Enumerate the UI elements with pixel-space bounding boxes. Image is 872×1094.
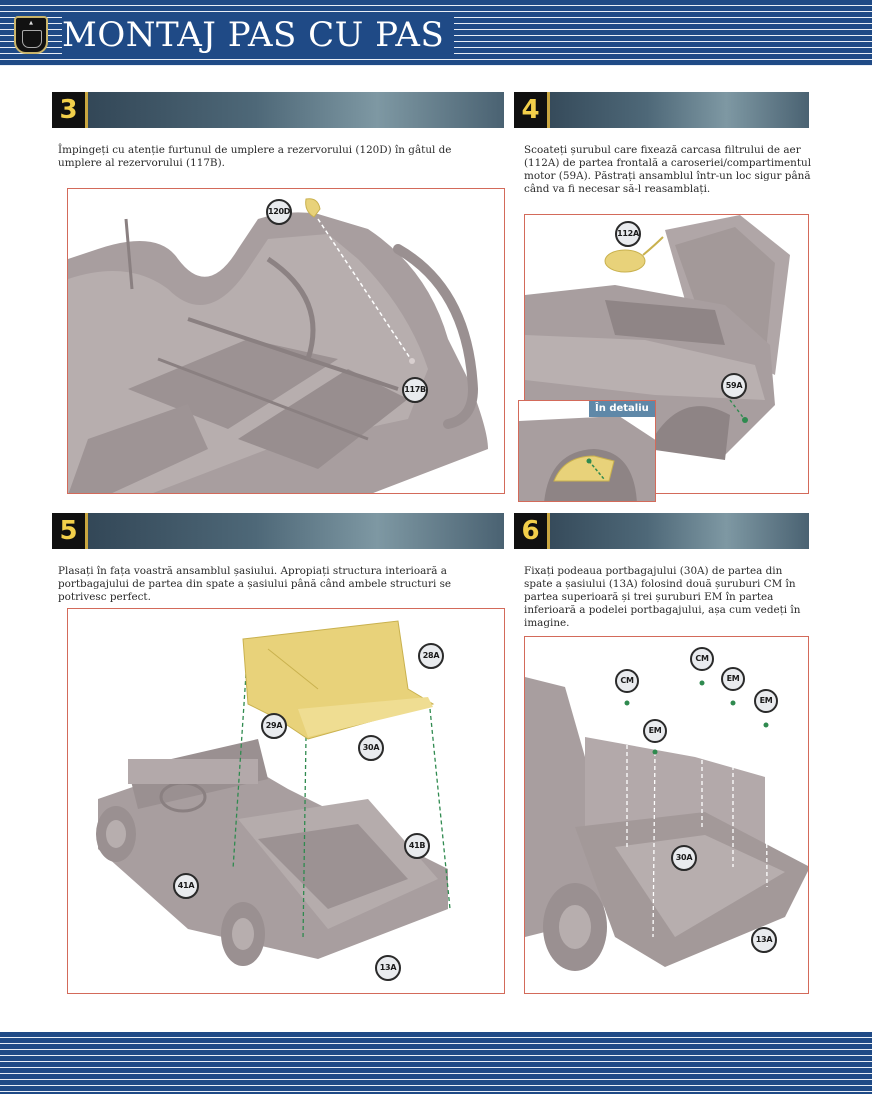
step-4-number: 4 [514, 92, 550, 128]
step-5-number: 5 [52, 513, 88, 549]
trunk-floor-illustration [525, 677, 808, 971]
header-banner: ▲ MONTAJ PAS CU PAS [0, 0, 872, 66]
step-4-detail-inset [518, 400, 656, 502]
step-4-instructions: Scoateți șurubul care fixează carcasa fi… [524, 144, 812, 195]
step-4-header-bar: 4 [514, 92, 809, 128]
wheel-arch-detail-illustration [519, 416, 655, 501]
callout-28A: 28A [418, 643, 444, 669]
step-3-number: 3 [52, 92, 88, 128]
step-4-illustration: 112A 59A [524, 214, 809, 494]
callout-59A: 59A [721, 373, 747, 399]
callout-em-left: EM [643, 719, 667, 743]
callout-30A: 30A [358, 735, 384, 761]
callout-13A: 13A [375, 955, 401, 981]
step-5-illustration: 28A 29A 30A 41B 41A 13A [67, 608, 505, 994]
callout-29A: 29A [261, 713, 287, 739]
step-5-header-bar: 5 [52, 513, 504, 549]
callout-120D: 120D [266, 199, 292, 225]
callout-112A: 112A [615, 221, 641, 247]
engine-bay-illustration [525, 215, 790, 460]
callout-41B: 41B [404, 833, 430, 859]
step-6-illustration: CM CM EM EM EM 30A 13A [524, 636, 809, 994]
detail-label: În detaliu [589, 401, 655, 417]
callout-cm-right: CM [690, 647, 714, 671]
footer-banner [0, 1032, 872, 1094]
callout-em-right: EM [754, 689, 778, 713]
page-title: MONTAJ PAS CU PAS [62, 12, 455, 58]
chassis-assembly-illustration [96, 620, 451, 966]
step-3-instructions: Împingeți cu atenție furtunul de umplere… [58, 144, 452, 169]
callout-30A: 30A [671, 845, 697, 871]
step-6-header-bar: 6 [514, 513, 809, 549]
callout-13A: 13A [751, 927, 777, 953]
step-5-instructions: Plasați în fața voastră ansamblul șasiul… [58, 565, 452, 603]
step-3-illustration: 120D 117B [67, 188, 505, 494]
callout-em-middle: EM [721, 667, 745, 691]
callout-117B: 117B [402, 377, 428, 403]
step-3-header-bar: 3 [52, 92, 504, 128]
callout-41A: 41A [173, 873, 199, 899]
step-6-number: 6 [514, 513, 550, 549]
brand-logo: ▲ [14, 16, 48, 54]
callout-cm-left: CM [615, 669, 639, 693]
step-6-instructions: Fixați podeaua portbagajului (30A) de pa… [524, 565, 801, 629]
car-interior-illustration [68, 198, 488, 493]
